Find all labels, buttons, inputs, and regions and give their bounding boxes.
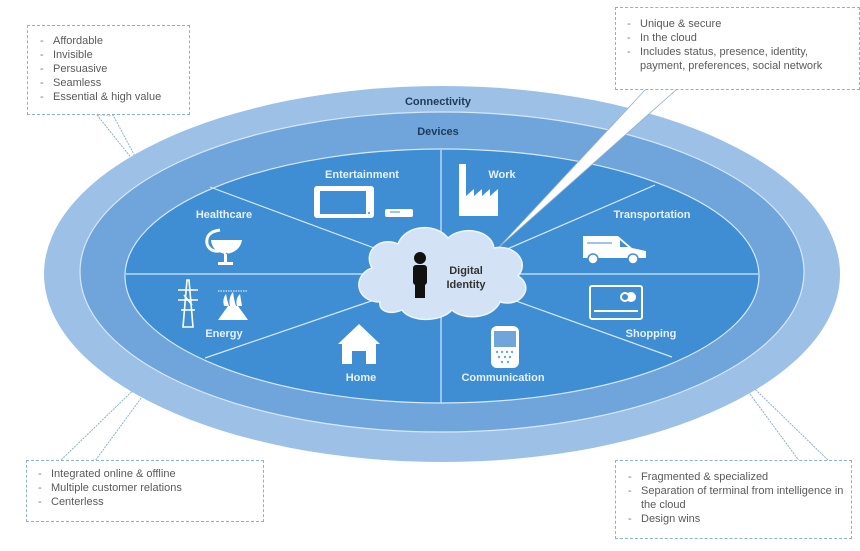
digital-identity-label-line1: Digital (449, 265, 483, 277)
segment-label: Shopping (626, 328, 677, 340)
callout-item: Fragmented & specialized (626, 470, 851, 484)
callout-item: Includes status, presence, identity, pay… (625, 45, 845, 73)
callout-connectivity-qualities: Affordable Invisible Persuasive Seamless… (27, 25, 190, 115)
segment-healthcare: Healthcare (196, 209, 252, 265)
callout-item: Design wins (626, 512, 851, 526)
segment-label: Entertainment (325, 169, 399, 181)
tv-and-set-top-box-icon (314, 186, 413, 218)
segment-communication: Communication (461, 326, 545, 384)
segment-energy: Energy (178, 279, 248, 340)
callout-item: Centerless (36, 495, 263, 509)
callout-item: Separation of terminal from intelligence… (626, 484, 846, 512)
factory-icon (459, 164, 498, 216)
segment-home: Home (338, 324, 380, 384)
mobile-phone-icon (491, 326, 519, 368)
segment-shopping: Shopping (589, 285, 677, 340)
segment-label: Work (488, 169, 516, 181)
callout-devices: Fragmented & specialized Separation of t… (615, 460, 852, 539)
callout-digital-identity: Unique & secure In the cloud Includes st… (615, 7, 860, 90)
callout-item: Persuasive (38, 62, 189, 76)
bowl-of-hygieia-icon (205, 228, 242, 265)
segment-dividers (126, 150, 758, 403)
house-icon (338, 324, 380, 364)
segment-label: Healthcare (196, 209, 252, 221)
divider-line (209, 186, 386, 253)
callout-core-services: Integrated online & offline Multiple cus… (26, 460, 264, 522)
segment-label: Energy (205, 328, 243, 340)
segment-label: Home (346, 372, 377, 384)
callout-item: Affordable (38, 34, 189, 48)
segment-label: Communication (461, 372, 544, 384)
callout-item: In the cloud (625, 31, 859, 45)
segment-entertainment: Entertainment (314, 169, 413, 218)
segment-transportation: Transportation (583, 209, 691, 265)
power-plant-icon (218, 290, 248, 320)
callout-item: Unique & secure (625, 17, 859, 31)
person-icon (413, 252, 427, 298)
power-pylon-and-plant-icon (178, 279, 198, 328)
callout-item: Integrated online & offline (36, 467, 263, 481)
cloud-shape (358, 226, 527, 321)
callout-item: Multiple customer relations (36, 481, 263, 495)
connectivity-label: Connectivity (405, 96, 472, 108)
digital-identity-label-line2: Identity (446, 279, 486, 291)
callout-item: Invisible (38, 48, 189, 62)
digital-identity-cloud: Digital Identity (358, 226, 527, 321)
divider-line (204, 297, 381, 359)
segment-work: Work (459, 164, 517, 216)
callout-item: Essential & high value (38, 90, 189, 104)
devices-label: Devices (417, 126, 459, 138)
divider-line (504, 184, 656, 251)
divider-line (504, 296, 673, 358)
segment-label: Transportation (613, 209, 690, 221)
van-icon (583, 236, 646, 265)
callout-item: Seamless (38, 76, 189, 90)
credit-card-icon (589, 285, 643, 320)
